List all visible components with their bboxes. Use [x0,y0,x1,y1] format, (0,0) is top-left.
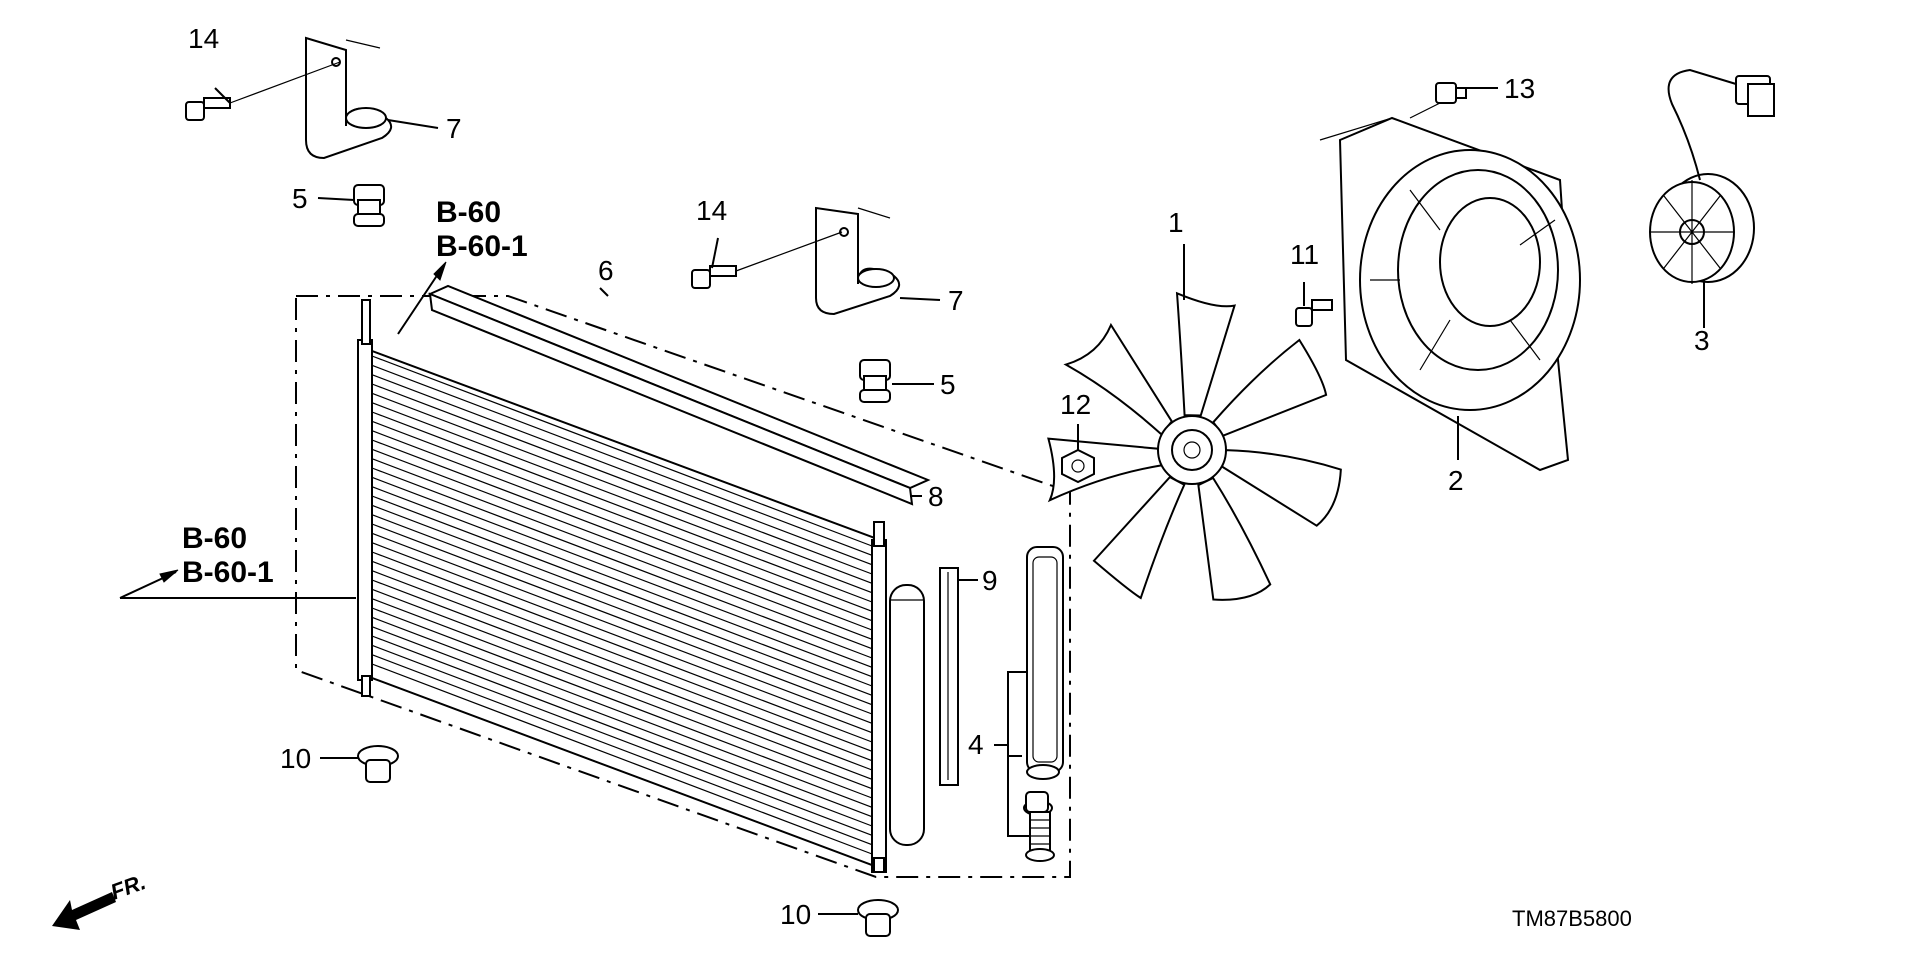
callout-mount-lower-left: 10 [280,743,311,774]
callout-bolt-top: 13 [1504,73,1535,104]
callout-cushion-upper: 5 [292,183,308,214]
reference-upper-line1: B-60 [436,196,501,229]
callout-fan: 1 [1168,207,1184,238]
callout-bolt-shroud: 11 [1290,239,1319,270]
callout-cushion-lower: 5 [940,369,956,400]
callout-fan-nut: 12 [1060,389,1091,420]
callout-shroud: 2 [1448,465,1464,496]
fan-blade [1212,338,1328,437]
fan-blade [1063,322,1173,436]
front-arrow-icon [52,892,116,930]
cushion-lower [859,359,891,403]
fan-blade [1220,449,1342,527]
condenser-core [357,299,925,873]
drawing-code: TM87B5800 [1512,906,1632,931]
callout-mount-lower-right: 10 [780,899,811,930]
bolt-lower [691,231,843,289]
bolt-upper [185,61,341,121]
callout-bracket-upper: 7 [446,113,462,144]
condenser-assembly-outline [295,295,1071,878]
callout-bracket-lower: 7 [948,285,964,316]
fan-blade [1175,291,1237,417]
callout-seal-top: 8 [928,481,944,512]
reference-labels: B-60 B-60-1 B-60 B-60-1 [182,196,528,589]
bracket-lower [815,206,901,316]
mount-lower-right [857,899,899,937]
leader-lines [119,87,1705,915]
bolt-shroud [1295,299,1333,327]
reference-upper-line2: B-60-1 [436,230,528,263]
callout-labels: 1 2 3 4 5 5 6 7 7 8 9 10 10 11 12 13 14 … [188,23,1710,930]
fan-blade [1092,475,1186,600]
bracket-upper [305,36,393,160]
fan-motor [1649,68,1775,284]
callout-bolt-lower: 14 [696,195,727,226]
fan-shroud [1319,116,1581,472]
condenser-fins [371,355,873,855]
condenser-top-seal [427,284,931,506]
reference-left-line1: B-60 [182,522,247,555]
callout-condenser-kit: 4 [968,729,984,760]
reference-left-line2: B-60-1 [182,556,274,589]
cooling-fan [1047,291,1342,601]
mount-lower-left [357,745,399,783]
front-direction-marker: FR. [52,869,149,930]
callout-bolt-upper: 14 [188,23,219,54]
fan-nut [1061,448,1095,484]
callout-motor: 3 [1694,325,1710,356]
fan-blade [1197,476,1272,601]
condenser-kit-parts [1023,546,1064,862]
callout-condenser: 6 [598,255,614,286]
bolt-top [1409,82,1467,119]
condenser-side-seal [939,567,959,786]
cushion-upper [353,184,385,227]
callout-seal-side: 9 [982,565,998,596]
front-label: FR. [107,869,149,905]
